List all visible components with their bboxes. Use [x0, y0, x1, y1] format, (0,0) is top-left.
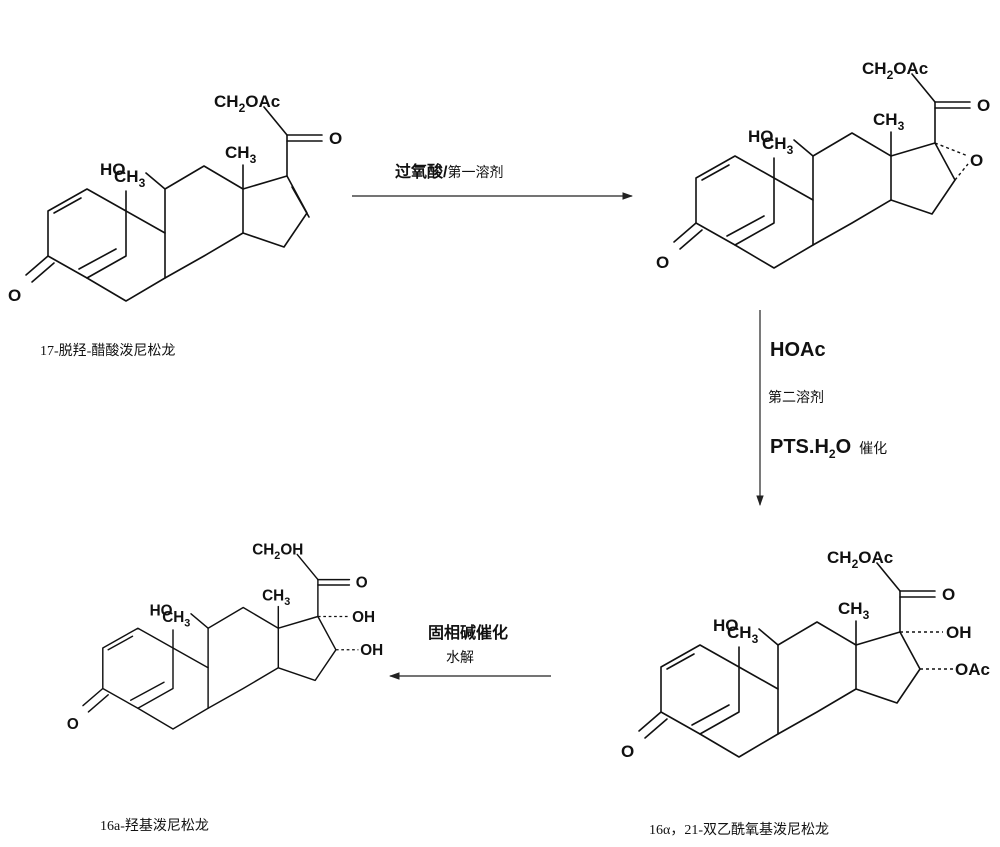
c10-methyl-label: CH3 [162, 609, 190, 630]
c3-ketone-label: O [67, 716, 79, 733]
c11-hydroxy-label: HO [748, 127, 774, 146]
molecule-16-17-epoxide: O CH2OAc O CH3 HO CH3 O [656, 59, 990, 272]
molecule-17-deoxy-prednisolone-acetate: CH2OAc O CH3 HO CH3 O [8, 92, 342, 305]
side-chain-label: CH2OAc [862, 59, 928, 82]
c13-methyl-label: CH3 [873, 110, 905, 133]
c3-ketone-label: O [656, 253, 669, 272]
arrow-3-reagent-catalyst: 固相碱催化 [428, 623, 508, 642]
molecule-16a-hydroxyprednisolone: OH OH CH2OH O CH3 HO CH3 O [67, 541, 383, 733]
c13-methyl-label: CH3 [838, 599, 870, 622]
c13-methyl-label: CH3 [262, 587, 290, 608]
c11-hydroxy-label: HO [100, 160, 126, 179]
c10-methyl-label: CH3 [727, 623, 759, 646]
arrow-2-reagent-hoac: HOAc [770, 339, 826, 361]
c13-methyl-label: CH3 [225, 143, 257, 166]
carbonyl-o-label: O [942, 585, 955, 604]
c16-hydroxy-label: OH [360, 642, 383, 659]
carbonyl-o-label: O [977, 96, 990, 115]
c11-hydroxy-label: HO [713, 616, 739, 635]
caption-molecule-3: 16α，21-双乙酰氧基泼尼松龙 [649, 821, 829, 838]
c10-methyl-label: CH3 [114, 167, 146, 190]
c17-hydroxy-label: OH [946, 623, 972, 642]
caption-molecule-1: 17-脱羟-醋酸泼尼松龙 [40, 343, 175, 359]
side-chain-label: CH2OAc [827, 548, 893, 571]
arrow-1-reagent: 过氧酸/第一溶剂 [395, 162, 503, 181]
arrow-3-reagent-hydrolysis: 水解 [446, 649, 474, 665]
side-chain-label: CH2OH [252, 541, 303, 561]
carbonyl-o-label: O [356, 575, 368, 592]
arrow-2-reagent-solvent: 第二溶剂 [768, 389, 824, 405]
caption-molecule-4: 16a-羟基泼尼松龙 [100, 817, 209, 834]
side-chain-label: CH2OAc [214, 92, 280, 115]
c3-ketone-label: O [8, 286, 21, 305]
c17-hydroxy-label: OH [352, 609, 375, 626]
molecule-16a-21-diacetoxy-prednisolone: OH OAc CH2OAc O CH3 HO CH3 O [621, 548, 990, 761]
c11-hydroxy-label: HO [150, 603, 173, 620]
c3-ketone-label: O [621, 742, 634, 761]
epoxide-o-label: O [970, 151, 983, 170]
carbonyl-o-label: O [329, 129, 342, 148]
c16-acetoxy-label: OAc [955, 660, 990, 679]
c10-methyl-label: CH3 [762, 134, 794, 157]
